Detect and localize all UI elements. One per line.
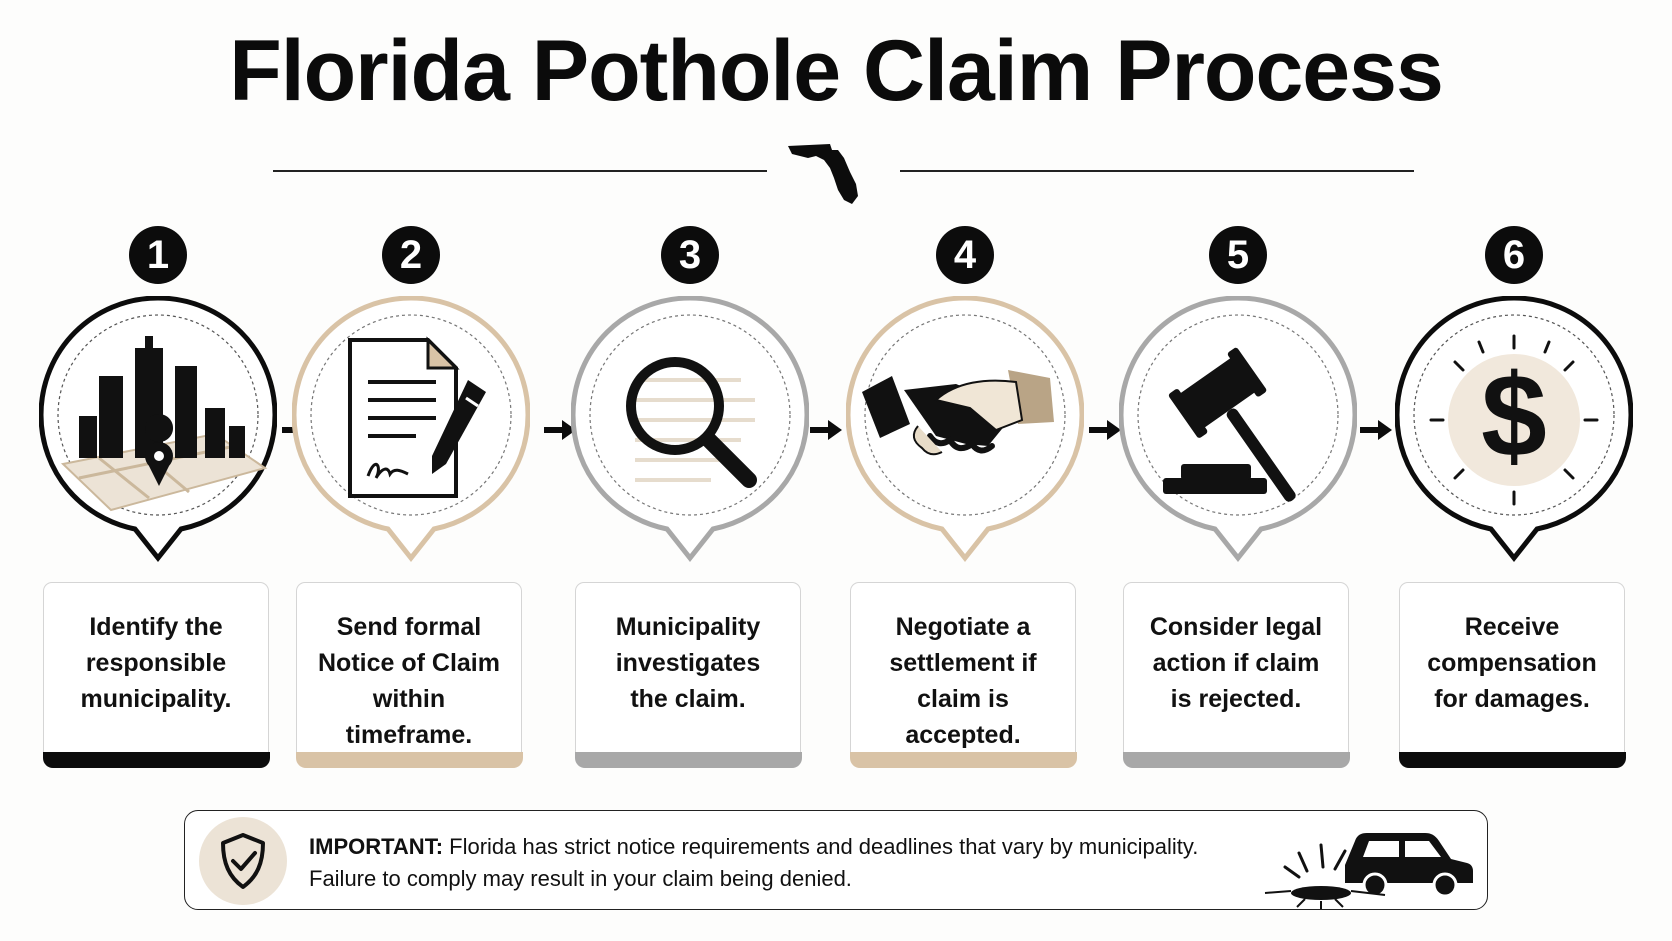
step-5-card: Consider legal action if claim is reject… (1122, 582, 1350, 768)
svg-text:$: $ (1481, 350, 1547, 482)
step-4-number: 4 (936, 226, 994, 284)
step-4-card-bar (849, 752, 1077, 768)
magnifying-glass-icon (626, 357, 757, 488)
notice-line-1: Florida has strict notice requirements a… (449, 834, 1199, 859)
step-2-text: Send formal Notice of Claim within timef… (318, 613, 500, 749)
step-6-medallion: $ (1395, 296, 1633, 563)
gavel-icon (1163, 347, 1296, 502)
page-title: Florida Pothole Claim Process (229, 23, 1444, 119)
step-6-card-bar (1398, 752, 1626, 768)
step-2-medallion (292, 296, 530, 563)
step-5-number: 5 (1209, 226, 1267, 284)
step-1-card-bar (42, 752, 270, 768)
divider-right (900, 170, 1414, 172)
dollar-sign-icon: $ (1429, 334, 1599, 506)
step-2-card-bar (295, 752, 523, 768)
step-4-card: Negotiate a settlement if claim is accep… (849, 582, 1077, 768)
florida-map-icon (788, 144, 858, 204)
step-3-card-bar (574, 752, 802, 768)
step-2-card: Send formal Notice of Claim within timef… (295, 582, 523, 768)
step-6-number: 6 (1485, 226, 1543, 284)
step-6-card: Receive compensation for damages. (1398, 582, 1626, 768)
step-5-card-bar (1122, 752, 1350, 768)
step-4-text: Negotiate a settlement if claim is accep… (889, 613, 1037, 749)
step-6: 6 $ Receive compensation for damages. (1389, 226, 1639, 768)
handshake-icon (862, 370, 1054, 456)
notice-line-2: Failure to comply may result in your cla… (309, 866, 852, 891)
arrow-5-6-icon (1360, 420, 1392, 440)
notice-text: IMPORTANT: Florida has strict notice req… (309, 831, 1259, 895)
step-4-medallion (846, 296, 1084, 563)
step-3-text: Municipality investigates the claim. (615, 613, 761, 713)
step-2: 2 Send formal Notice of Claim within tim… (286, 226, 536, 768)
arrow-3-4-icon (810, 420, 842, 440)
step-4: 4 Negotiate a settlement if claim is acc… (840, 226, 1090, 768)
step-1-text: Identify the responsible municipality. (80, 613, 232, 713)
arrow-2-3-icon (544, 420, 576, 440)
step-1-medallion (39, 296, 277, 563)
step-3-card: Municipality investigates the claim. (574, 582, 802, 768)
step-1-number: 1 (129, 226, 187, 284)
step-5-medallion (1119, 296, 1357, 563)
notice-label: IMPORTANT: (309, 834, 444, 859)
step-2-number: 2 (382, 226, 440, 284)
document-pen-icon (348, 336, 486, 498)
arrow-4-5-icon (1089, 420, 1121, 440)
step-3-number: 3 (661, 226, 719, 284)
step-3: 3 Municipality investigates the claim. (565, 226, 815, 768)
divider-left (273, 170, 767, 172)
step-3-medallion (571, 296, 809, 563)
step-1-card: Identify the responsible municipality. (42, 582, 270, 768)
step-6-text: Receive compensation for damages. (1427, 613, 1597, 713)
step-5-text: Consider legal action if claim is reject… (1149, 613, 1323, 713)
important-notice-box: IMPORTANT: Florida has strict notice req… (184, 810, 1488, 910)
city-map-pin-icon (60, 336, 268, 512)
car-pothole-icon (1264, 833, 1473, 909)
step-5: 5 Consider legal action if claim is reje… (1113, 226, 1363, 768)
step-1: 1 Identify the responsible municipality. (33, 226, 283, 768)
shield-check-badge (199, 817, 287, 905)
shield-check-icon (221, 833, 265, 889)
